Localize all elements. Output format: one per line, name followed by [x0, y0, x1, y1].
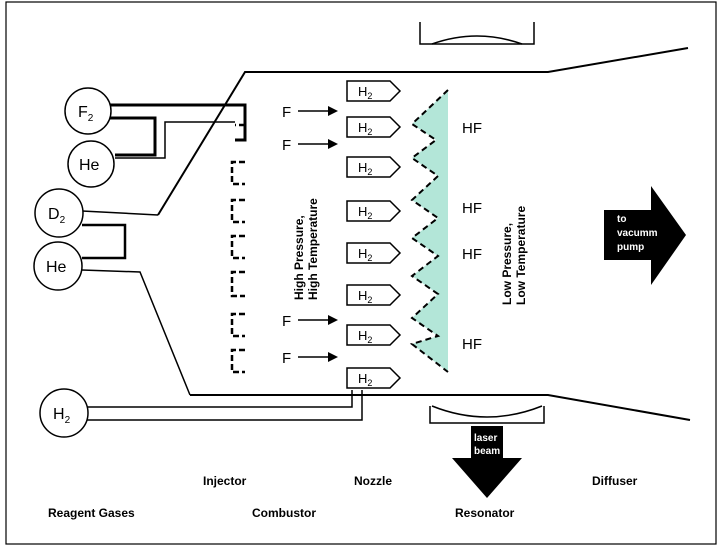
d2-source: D2 — [34, 188, 84, 238]
svg-text:beam: beam — [474, 446, 500, 457]
h2-nozzle: H2 — [346, 324, 402, 346]
svg-text:H2: H2 — [358, 160, 372, 177]
svg-text:Low Pressure,: Low Pressure, — [500, 223, 514, 305]
h2-nozzle: H2 — [346, 116, 402, 138]
svg-text:F: F — [282, 104, 291, 121]
h2-nozzle: H2 — [346, 200, 402, 222]
section-labels: Injector Nozzle Diffuser Reagent Gases C… — [48, 474, 638, 520]
he-top-source: He — [67, 140, 115, 188]
flame-fill — [412, 90, 448, 372]
svg-text:pump: pump — [617, 242, 644, 253]
combustor-label: Combustor — [252, 506, 316, 520]
resonator-label: Resonator — [455, 506, 515, 520]
diffuser-label: Diffuser — [592, 474, 638, 488]
h2-label: H2 — [53, 406, 71, 426]
hf-label: HF — [462, 246, 482, 263]
svg-text:H2: H2 — [358, 246, 372, 263]
h2-source: H2 — [39, 388, 89, 438]
svg-text:F: F — [282, 313, 291, 330]
svg-text:to: to — [617, 214, 626, 225]
feed-lines — [81, 103, 363, 421]
h2-nozzles: H2 H2 H2 H2 H2 H2 H2 H2 — [346, 80, 402, 389]
reagent-gases-label: Reagent Gases — [48, 506, 135, 520]
hf-label: HF — [462, 120, 482, 137]
chamber-walls — [157, 47, 691, 421]
f2-source: F2 — [64, 87, 112, 135]
h2-nozzle: H2 — [346, 367, 402, 389]
injector-brackets — [230, 123, 245, 374]
hf-labels: HF HF HF HF — [462, 120, 482, 353]
svg-text:H2: H2 — [358, 204, 372, 221]
combustor-condition-label: High Pressure, High Temperature — [292, 198, 320, 300]
he-top-label: He — [79, 157, 100, 174]
svg-text:laser: laser — [474, 433, 497, 444]
fluorine-arrow: F — [282, 350, 338, 367]
svg-text:F: F — [282, 350, 291, 367]
h2-nozzle: H2 — [346, 242, 402, 264]
svg-text:H2: H2 — [358, 120, 372, 137]
fluorine-arrow: F — [282, 137, 338, 154]
laser-beam-arrow: laser beam — [452, 426, 522, 498]
flame-edge — [409, 89, 449, 373]
f2-label: F2 — [78, 104, 94, 124]
reagent-gas-sources: F2 He D2 He H2 — [33, 87, 115, 438]
he-bottom-label: He — [46, 259, 67, 276]
h2-nozzle: H2 — [346, 80, 402, 102]
svg-text:High Pressure,: High Pressure, — [292, 215, 306, 300]
injector-label: Injector — [203, 474, 247, 488]
svg-text:High Temperature: High Temperature — [306, 198, 320, 300]
cavity-condition-label: Low Pressure, Low Temperature — [500, 206, 528, 305]
svg-text:H2: H2 — [358, 371, 372, 388]
svg-text:H2: H2 — [358, 84, 372, 101]
svg-text:H2: H2 — [358, 328, 372, 345]
fluorine-arrows: F F F F — [282, 104, 338, 367]
he-bottom-source: He — [33, 241, 83, 291]
nozzle-label: Nozzle — [354, 474, 392, 488]
fluorine-arrow: F — [282, 104, 338, 121]
h2-nozzle: H2 — [346, 284, 402, 306]
hf-label: HF — [462, 200, 482, 217]
bottom-mirror — [429, 405, 545, 424]
svg-text:H2: H2 — [358, 288, 372, 305]
svg-text:F: F — [282, 137, 291, 154]
hf-label: HF — [462, 336, 482, 353]
fluorine-arrow: F — [282, 313, 338, 330]
d2-label: D2 — [48, 206, 66, 226]
h2-nozzle: H2 — [346, 156, 402, 178]
frame-border — [5, 1, 717, 545]
svg-text:vacumm: vacumm — [617, 228, 658, 239]
top-mirror — [419, 22, 535, 45]
svg-text:Low Temperature: Low Temperature — [514, 206, 528, 305]
hf-flame-zone — [409, 89, 449, 373]
exhaust-arrow: to vacumm pump — [604, 186, 686, 285]
